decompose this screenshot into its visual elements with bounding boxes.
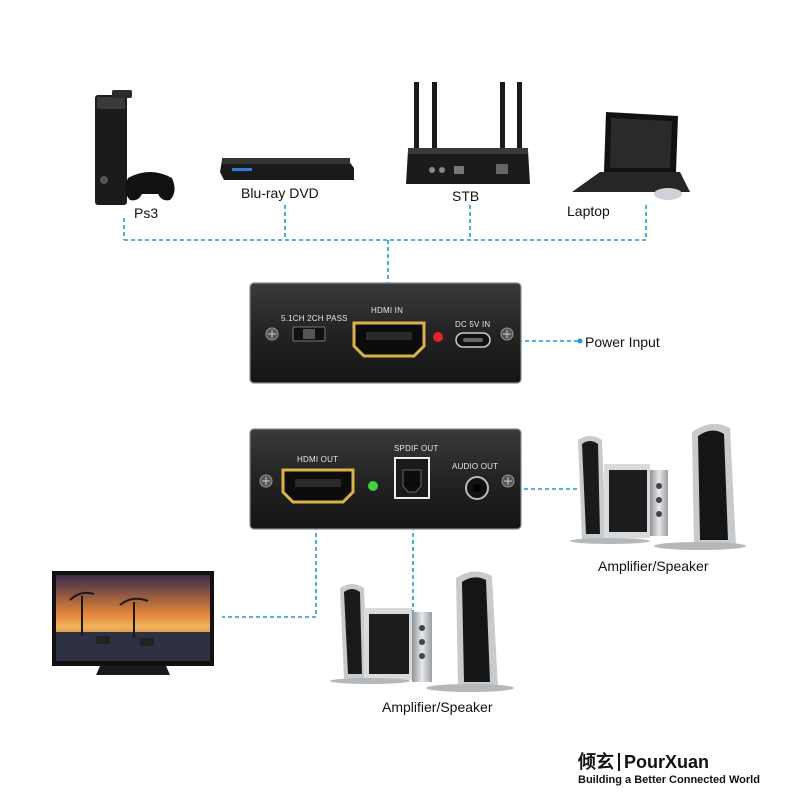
hdmi-in-label: HDMI IN <box>371 306 404 315</box>
output-panel <box>249 428 522 530</box>
bluray-player-icon <box>220 158 354 180</box>
brand-tagline: Building a Better Connected World <box>578 774 760 786</box>
hdmi-out-label: HDMI OUT <box>297 455 339 464</box>
power-input-label: Power Input <box>585 334 660 350</box>
brand-chinese: 倾玄 <box>578 752 614 772</box>
power-connector-dot <box>577 338 583 344</box>
speaker-set-bottom <box>330 571 514 692</box>
tv-icon <box>52 571 214 675</box>
input-panel <box>249 282 522 384</box>
switch-label: 5.1CH 2CH PASS <box>281 314 348 323</box>
speaker-set-right <box>570 423 746 550</box>
dc-in-label: DC 5V IN <box>455 320 491 329</box>
led-green <box>368 481 378 491</box>
brand-logo: 倾玄 PourXuan Building a Better Connected W… <box>578 748 778 786</box>
source-label-bluray: Blu-ray DVD <box>241 185 319 201</box>
source-label-stb: STB <box>452 188 480 204</box>
connector-hdmi-out <box>222 505 317 618</box>
spdif-out-label: SPDIF OUT <box>394 444 439 453</box>
brand-name: PourXuan <box>624 752 710 772</box>
source-label-ps3: Ps3 <box>134 205 159 221</box>
ps3-console-icon <box>95 90 175 205</box>
led-red <box>433 332 443 342</box>
laptop-icon <box>572 112 690 200</box>
stb-router-icon <box>406 82 530 184</box>
speaker-bottom-label: Amplifier/Speaker <box>382 699 493 715</box>
audio-out-label: AUDIO OUT <box>452 462 499 471</box>
speaker-right-label: Amplifier/Speaker <box>598 558 709 574</box>
source-label-laptop: Laptop <box>567 203 610 219</box>
